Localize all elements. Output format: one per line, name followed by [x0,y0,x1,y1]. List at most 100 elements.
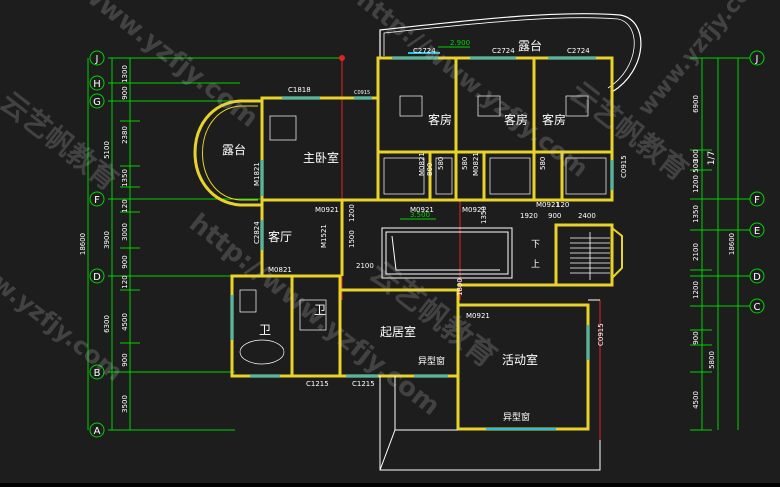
tag-window-special-b: 异型窗 [503,411,530,423]
svg-text:1800: 1800 [456,278,464,296]
room-master: 主卧室 [303,150,339,165]
left-axis-d: D [89,268,105,284]
right-axis-f: F [749,191,765,207]
svg-text:J: J [95,54,99,65]
svg-text:6900: 6900 [692,95,700,113]
tag-c0915-a: C0915 [354,90,370,96]
svg-text:A: A [94,426,101,437]
room-terrace-top: 露台 [518,38,542,53]
svg-text:F: F [754,195,760,206]
room-sitting: 起居室 [380,324,416,339]
tag-c0915-c: C0915 [597,323,605,346]
right-axis-d: D [749,268,765,284]
svg-text:D: D [93,272,101,283]
svg-text:900: 900 [121,86,129,99]
svg-text:900: 900 [548,212,561,220]
left-axis-h: H [89,75,105,91]
tag-c1818: C1818 [288,86,311,94]
svg-text:900: 900 [121,255,129,268]
tag-m1521: M1521 [320,224,328,248]
elevation-marker-top: 2.900 [438,39,470,48]
tag-m1821: M1821 [253,162,261,186]
furniture [239,95,607,365]
svg-text:H: H [93,79,101,90]
svg-text:580: 580 [461,157,469,170]
left-axis-j: J [89,50,105,66]
tag-m0921-b: M0921 [410,206,434,214]
svg-text:B: B [94,368,101,379]
svg-text:3900: 3900 [103,231,111,249]
svg-text:1350: 1350 [480,206,488,224]
svg-text:120: 120 [121,199,129,212]
axis-point-marker [339,55,345,61]
svg-text:2100: 2100 [356,262,374,270]
tag-m0921-c: M0921 [462,206,486,214]
svg-text:300: 300 [692,149,700,162]
svg-text:900: 900 [692,331,700,344]
tag-c1215-b: C1215 [352,380,375,388]
svg-text:C: C [754,302,761,313]
svg-text:5100: 5100 [103,141,111,159]
windows [231,52,613,430]
left-axis-g: G [89,93,105,109]
tag-m0921-a: M0921 [315,206,339,214]
terrace-top-outline [379,13,642,93]
room-activity: 活动室 [502,352,538,367]
svg-text:2100: 2100 [692,243,700,261]
room-living: 客厅 [268,229,292,244]
svg-text:1200: 1200 [348,204,356,222]
tag-c2724-3: C2724 [567,47,590,55]
left-axis-b: B [89,364,105,380]
right-dimension-lines [690,57,750,431]
tag-m0821-b: M0821 [472,152,480,176]
svg-text:3.500: 3.500 [410,211,430,219]
svg-text:580: 580 [437,157,445,170]
tag-c1215-a: C1215 [306,380,329,388]
tag-m0921-d: M0921 [536,201,560,209]
left-dimension-texts: 1300 900 2380 1350 120 3000 900 120 4500… [79,65,129,413]
svg-text:1200: 1200 [692,175,700,193]
staircase [570,232,610,280]
right-axis-e: E [749,222,765,238]
tag-c2724-1: C2724 [413,47,436,55]
svg-text:120: 120 [556,201,569,209]
room-bath-2: 卫 [314,303,326,317]
svg-text:120: 120 [121,275,129,288]
terrace-left-outline [193,99,262,207]
svg-text:900: 900 [121,353,129,366]
room-bath-1: 卫 [259,323,271,337]
svg-text:3500: 3500 [121,395,129,413]
svg-text:500: 500 [692,159,700,172]
stairwell-core [381,227,513,279]
svg-text:2.900: 2.900 [450,39,470,47]
tag-m0821-a: M0821 [418,152,426,176]
svg-text:1350: 1350 [121,169,129,187]
svg-text:5800: 5800 [708,351,716,369]
left-axis-a: A [89,422,105,438]
right-axis-j: J [749,50,765,66]
svg-text:6300: 6300 [103,315,111,333]
elevation-marker-mid: 3.500 [400,211,436,220]
svg-text:1200: 1200 [692,281,700,299]
svg-text:18600: 18600 [79,233,87,255]
left-axis-f: F [89,191,105,207]
room-guest-3: 客房 [542,112,566,127]
svg-text:18600: 18600 [728,233,736,255]
tag-window-special-a: 异型窗 [418,355,445,367]
stair-up-label: 上 [531,259,540,270]
svg-text:1/7: 1/7 [707,151,717,165]
courtyard [379,299,601,471]
bay-window [611,227,623,279]
svg-text:800: 800 [426,163,434,176]
svg-text:1300: 1300 [121,65,129,83]
left-dimension-lines [87,57,342,431]
svg-text:2380: 2380 [121,126,129,144]
svg-text:4500: 4500 [121,313,129,331]
tag-c2824: C2824 [253,221,261,244]
svg-text:D: D [753,272,761,283]
svg-text:E: E [754,226,760,237]
right-dimension-texts: 6900 300 500 1200 1350 2100 1200 900 450… [692,95,736,409]
stair-down-label: 下 [531,240,540,250]
tag-c0915-b: C0915 [620,155,628,178]
